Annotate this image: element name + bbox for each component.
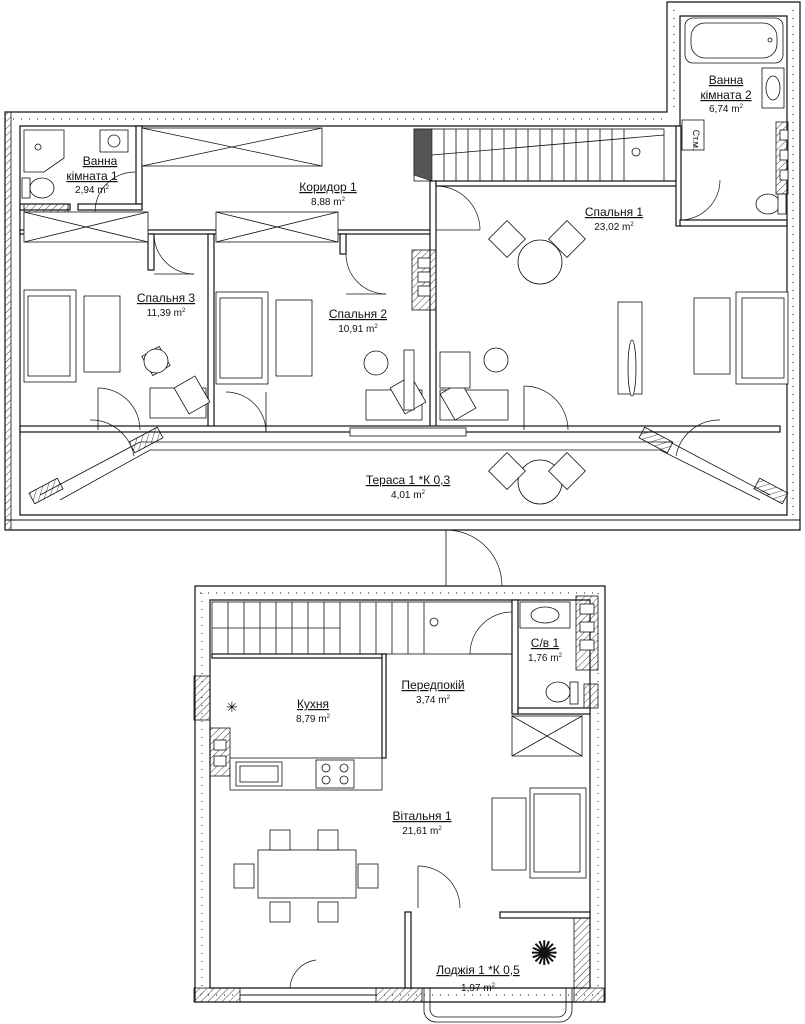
lower-internal-walls: [193, 595, 599, 989]
wc1-name: С/в 1: [531, 636, 560, 650]
terrace: [5, 419, 800, 521]
bath2-name-line1: Ванна: [709, 73, 744, 87]
bedroom1-name: Спальня 1: [585, 205, 644, 219]
bath1-fixtures: [21, 129, 136, 213]
bedroom3-furniture: [23, 233, 211, 431]
hall-name: Передпокій: [401, 678, 464, 692]
kitchen-shaft: [209, 727, 231, 777]
bath2-name-line2: кімната 2: [700, 88, 752, 102]
lower-floor: ✳: [193, 585, 606, 1023]
bath1-area: 2,94 m2: [75, 185, 110, 196]
entrance-door-arc: [445, 529, 503, 587]
left-wall-hatch: [4, 111, 12, 531]
loggia-area: 1,97 m2: [461, 983, 496, 994]
shaft-label: Ст.м.: [691, 130, 701, 151]
svg-text:✺: ✺: [530, 935, 559, 973]
bath2-fixtures: [679, 17, 787, 221]
upper-floor: [4, 1, 801, 587]
svg-text:✳: ✳: [226, 699, 238, 715]
bedroom3-area: 11,39 m2: [147, 308, 186, 319]
lower-stair: [211, 601, 513, 655]
kitchen-name: Кухня: [297, 697, 329, 711]
shaft-box: [681, 119, 705, 151]
bedroom1-area: 23,02 m2: [594, 222, 634, 233]
corridor-area: 8,88 m2: [311, 197, 346, 208]
bedroom3-name: Спальня 3: [137, 291, 196, 305]
living-furniture: ✺: [233, 787, 587, 989]
hall-area: 3,74 m2: [416, 695, 451, 706]
bedroom2-furniture: [215, 253, 427, 433]
bath2-area: 6,74 m2: [709, 104, 744, 115]
wardrobe-corridor: [141, 127, 323, 167]
terrace-area: 4,01 m2: [391, 490, 426, 501]
bath1-name-line2: кімната 1: [66, 169, 118, 183]
bedroom1-furniture: [435, 185, 789, 431]
room-labels: Ванна кімната 1 2,94 m2 Коридор 1 8,88 m…: [66, 73, 752, 994]
upper-stair: [413, 128, 665, 182]
kitchen-area: 8,79 m2: [296, 714, 331, 725]
wardrobe-bedroom2: [215, 211, 339, 243]
corridor-name: Коридор 1: [299, 180, 357, 194]
kitchen-furniture: ✳: [226, 699, 383, 791]
bedroom2-name: Спальня 2: [329, 307, 388, 321]
terrace-name: Тераса 1 *К 0,3: [366, 473, 451, 487]
living-name: Вітальня 1: [392, 809, 451, 823]
wc1-area: 1,76 m2: [528, 653, 563, 664]
bedroom2-area: 10,91 m2: [338, 324, 378, 335]
loggia: [193, 917, 605, 1023]
living-area: 21,61 m2: [402, 826, 442, 837]
bath1-name-line1: Ванна: [83, 154, 118, 168]
loggia-name: Лоджія 1 *К 0,5: [436, 963, 520, 977]
wardrobe-bedroom3: [23, 211, 149, 243]
wc-shaft: [575, 595, 599, 671]
wc-fixtures: [469, 601, 579, 705]
hall-wardrobe: [511, 715, 583, 757]
